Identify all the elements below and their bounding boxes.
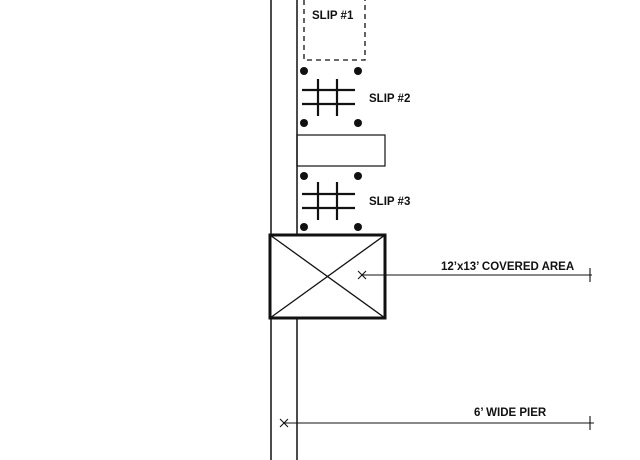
piling [354, 172, 362, 180]
pier-width-leader [279, 416, 594, 430]
pier [270, 0, 298, 460]
slip-2: SLIP #2 [300, 67, 410, 127]
covered-area [268, 233, 387, 320]
slip-1: SLIP #1 [303, 0, 366, 61]
piling [354, 223, 362, 231]
piling [300, 119, 308, 127]
piling-dots [300, 172, 362, 231]
piling-dots [300, 67, 362, 127]
slip-1-label: SLIP #1 [312, 10, 354, 22]
piling [300, 67, 308, 75]
leader-x-marker [357, 270, 367, 280]
covered-area-label: 12’x13’ COVERED AREA [441, 261, 574, 273]
slip-1-outline [303, 0, 366, 61]
finger-walkway [296, 134, 386, 167]
slip-3-label: SLIP #3 [369, 196, 410, 208]
boat-lift-symbol [302, 79, 355, 116]
covered-area-diagonal [269, 234, 386, 319]
piling [300, 223, 308, 231]
pier-width-label: 6’ WIDE PIER [474, 407, 547, 419]
covered-area-leader [357, 268, 592, 282]
leader-x-marker [279, 418, 289, 428]
slip-2-label: SLIP #2 [369, 93, 410, 105]
piling [354, 119, 362, 127]
slip-3: SLIP #3 [300, 172, 410, 231]
piling [354, 67, 362, 75]
boat-lift-symbol [302, 182, 355, 220]
piling [300, 172, 308, 180]
